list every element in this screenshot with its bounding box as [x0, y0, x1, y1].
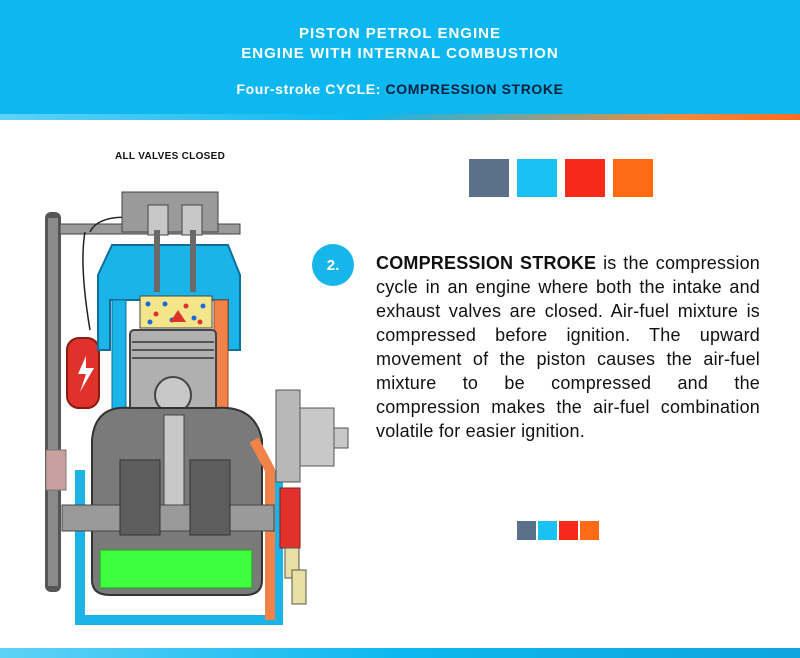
- footer-gradient-stripe: [0, 648, 800, 658]
- swatch: [517, 521, 536, 540]
- engine-diagram: [45, 191, 349, 625]
- step-lead: COMPRESSION STROKE: [376, 253, 597, 273]
- swatch: [613, 159, 653, 197]
- header-gradient-stripe: [0, 114, 800, 120]
- swatch: [517, 159, 557, 197]
- hot-jacket: [249, 437, 275, 620]
- intake-valve: [154, 230, 160, 292]
- header-banner: PISTON PETROL ENGINE ENGINE WITH INTERNA…: [0, 0, 800, 114]
- crankshaft: [61, 459, 275, 536]
- swatch: [538, 521, 557, 540]
- step-text: is the compression cycle in an engine wh…: [376, 253, 760, 441]
- valve-cover: [121, 191, 219, 233]
- color-swatches-large: [469, 159, 653, 197]
- header-cycle: Four-stroke CYCLE: COMPRESSION STROKE: [0, 81, 800, 97]
- cycle-name: COMPRESSION STROKE: [385, 81, 564, 97]
- header-subtitle: ENGINE WITH INTERNAL COMBUSTION: [241, 45, 559, 62]
- ignition-coil: [66, 337, 100, 409]
- timing-chain: [45, 212, 67, 592]
- color-swatches-small: [517, 521, 599, 540]
- fuel-mixture: [145, 301, 206, 325]
- swatch: [559, 521, 578, 540]
- cycle-prefix: Four-stroke CYCLE:: [236, 81, 382, 97]
- coolant-jacket: [75, 470, 283, 625]
- piston: [129, 329, 217, 423]
- gear-assembly: [275, 389, 349, 605]
- swatch: [580, 521, 599, 540]
- step-description: COMPRESSION STROKE is the compression cy…: [376, 251, 760, 443]
- coil-wire: [82, 231, 91, 331]
- connecting-rod: [163, 414, 185, 506]
- swatch: [469, 159, 509, 197]
- oil-sump: [99, 549, 253, 589]
- spark-plug-tip: [170, 310, 186, 322]
- swatch: [565, 159, 605, 197]
- valves-label: ALL VALVES CLOSED: [115, 151, 226, 162]
- header-title: PISTON PETROL ENGINE: [299, 25, 501, 42]
- step-number-badge: 2.: [312, 244, 354, 286]
- exhaust-valve: [190, 230, 196, 292]
